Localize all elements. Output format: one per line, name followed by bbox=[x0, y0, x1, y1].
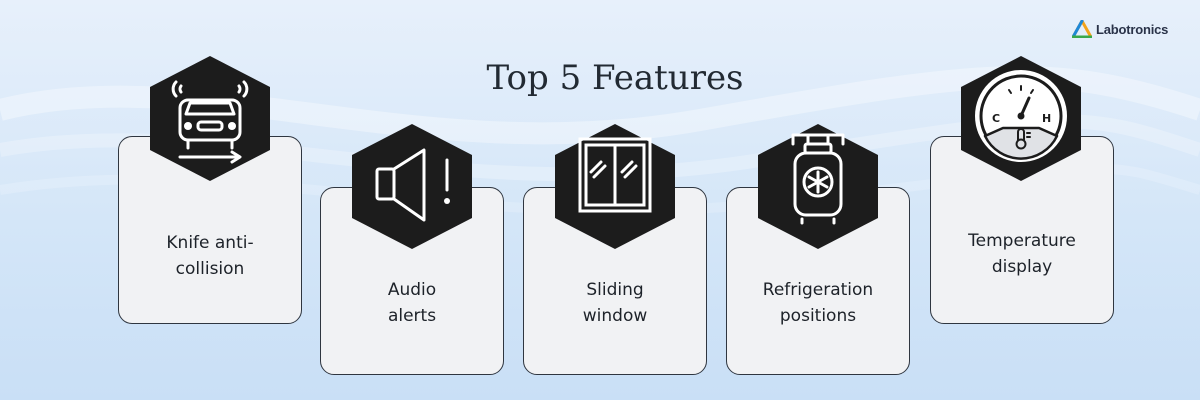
feature-label: Sliding window bbox=[582, 280, 648, 326]
feature-label: Knife anti- collision bbox=[166, 233, 254, 279]
feature-label: Refrigeration positions bbox=[762, 280, 874, 326]
feature-label: Audio alerts bbox=[387, 280, 437, 326]
feature-label: Temperature display bbox=[968, 231, 1076, 277]
car-sensor-icon bbox=[150, 56, 270, 181]
refrigerant-cylinder-icon bbox=[758, 124, 878, 249]
brand-logo: Labotronics bbox=[1072, 18, 1168, 40]
brand-name: Labotronics bbox=[1096, 21, 1169, 37]
svg-text:C: C bbox=[992, 112, 1000, 125]
page-title: Top 5 Features bbox=[486, 58, 744, 98]
speaker-alert-icon bbox=[352, 124, 472, 249]
temperature-gauge-icon: C H bbox=[961, 56, 1081, 181]
svg-text:H: H bbox=[1042, 112, 1051, 125]
triangle-logo-icon bbox=[1072, 20, 1092, 38]
sliding-window-icon bbox=[555, 124, 675, 249]
